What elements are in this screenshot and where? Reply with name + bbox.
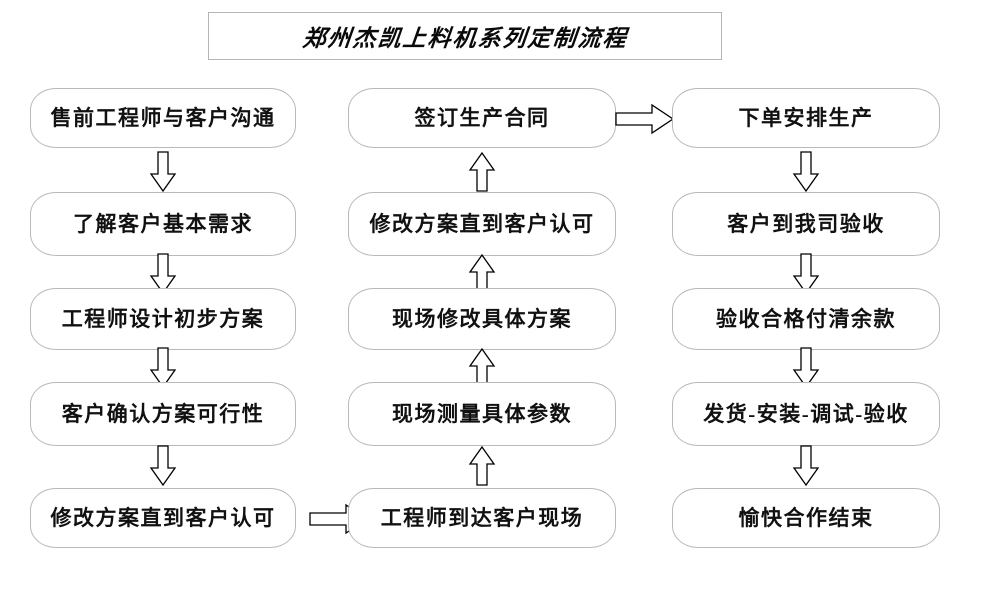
diagram-title-box: 郑州杰凯上料机系列定制流程 [208, 12, 722, 60]
flow-node-label: 愉快合作结束 [738, 505, 874, 530]
flow-node-label: 现场测量具体参数 [392, 401, 572, 426]
flow-node-label: 工程师设计初步方案 [61, 306, 265, 331]
flow-node-onsite-measure-parameters[interactable]: 现场测量具体参数 [348, 382, 616, 446]
arrow-up-icon [468, 151, 496, 192]
arrow-up-icon [468, 445, 496, 486]
arrow-right-icon [615, 103, 675, 135]
flow-node-customer-inspection-at-factory[interactable]: 客户到我司验收 [672, 192, 940, 256]
arrow-down-icon [149, 347, 177, 389]
flow-node-revise-until-approved-middle[interactable]: 修改方案直到客户认可 [348, 192, 616, 256]
flow-node-label: 修改方案直到客户认可 [50, 505, 276, 530]
flow-node-label: 发货-安装-调试-验收 [703, 401, 909, 426]
diagram-title: 郑州杰凯上料机系列定制流程 [300, 26, 629, 51]
flow-node-revise-until-approved-left[interactable]: 修改方案直到客户认可 [30, 488, 296, 548]
flow-node-understand-basic-needs[interactable]: 了解客户基本需求 [30, 192, 296, 256]
flow-node-ship-install-debug-accept[interactable]: 发货-安装-调试-验收 [672, 382, 940, 446]
arrow-down-icon [149, 253, 177, 295]
arrow-down-icon [792, 347, 820, 389]
flow-node-label: 现场修改具体方案 [392, 306, 572, 331]
arrow-down-icon [149, 445, 177, 487]
flow-node-onsite-revise-plan[interactable]: 现场修改具体方案 [348, 288, 616, 350]
flow-node-label: 了解客户基本需求 [73, 211, 253, 236]
arrow-down-icon [792, 445, 820, 487]
flow-node-happy-cooperation-end[interactable]: 愉快合作结束 [672, 488, 940, 548]
flow-node-engineer-arrives-onsite[interactable]: 工程师到达客户现场 [348, 488, 616, 548]
flow-node-sales-engineer-communication[interactable]: 售前工程师与客户沟通 [30, 88, 296, 148]
flow-node-label: 验收合格付清余款 [716, 306, 896, 331]
arrow-down-icon [792, 253, 820, 295]
flow-node-sign-production-contract[interactable]: 签订生产合同 [348, 88, 616, 148]
flow-node-label: 售前工程师与客户沟通 [50, 105, 276, 130]
flow-node-place-order-arrange-production[interactable]: 下单安排生产 [672, 88, 940, 148]
flow-node-label: 下单安排生产 [738, 105, 874, 130]
arrow-down-icon [792, 151, 820, 193]
flow-node-pay-balance-after-acceptance[interactable]: 验收合格付清余款 [672, 288, 940, 350]
flow-node-label: 签订生产合同 [414, 105, 550, 130]
flow-node-label: 客户到我司验收 [727, 211, 885, 236]
flow-node-label: 客户确认方案可行性 [61, 401, 265, 426]
arrow-down-icon [149, 151, 177, 193]
flow-node-customer-confirms-feasibility[interactable]: 客户确认方案可行性 [30, 382, 296, 446]
flow-node-label: 工程师到达客户现场 [380, 505, 584, 530]
flow-node-engineer-preliminary-design[interactable]: 工程师设计初步方案 [30, 288, 296, 350]
flow-node-label: 修改方案直到客户认可 [369, 211, 595, 236]
